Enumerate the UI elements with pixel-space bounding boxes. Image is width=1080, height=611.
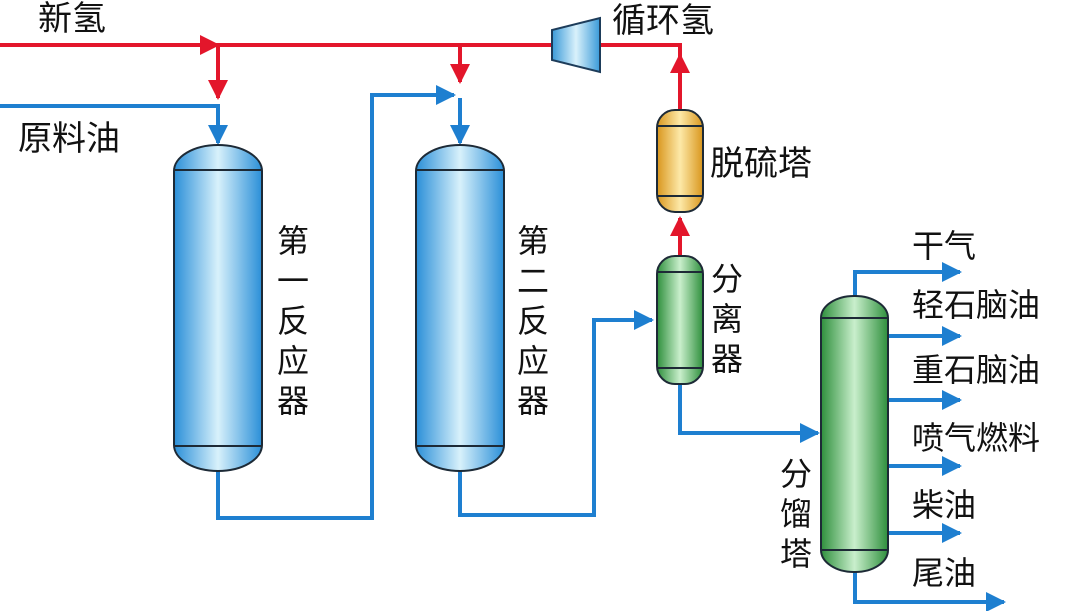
label-fractionator: 分 馏 塔: [780, 455, 812, 573]
separator-char: 器: [711, 340, 743, 378]
label-desulfurization-tower: 脱硫塔: [710, 144, 812, 184]
reactor1-char: 应: [277, 342, 309, 380]
fractionator-char: 分: [780, 455, 812, 493]
label-feed-oil: 原料油: [18, 119, 120, 159]
reactor2-char: 二: [517, 262, 549, 300]
product-heavy-naphtha: 重石脑油: [912, 351, 1040, 389]
product-tail-oil: 尾油: [912, 554, 976, 592]
label-reactor-2: 第 二 反 应 器: [517, 222, 549, 420]
reactor1-char: 反: [277, 302, 309, 340]
product-light-naphtha: 轻石脑油: [912, 286, 1040, 324]
reactor1-char: 第: [277, 222, 309, 260]
reactor2-char: 第: [517, 222, 549, 260]
separator-char: 离: [711, 300, 743, 338]
product-dry-gas: 干气: [912, 227, 976, 265]
reactor1-char: 器: [277, 382, 309, 420]
desulfurization-tower: [656, 109, 704, 213]
hydrogen-lines: [0, 35, 690, 255]
reactor2-char: 反: [517, 302, 549, 340]
label-recycle-hydrogen: 循环氢: [612, 1, 714, 41]
label-separator: 分 离 器: [711, 260, 743, 378]
reactor2-char: 应: [517, 342, 549, 380]
recycle-hydrogen-line: [600, 43, 682, 105]
label-reactor-1: 第 一 反 应 器: [277, 222, 309, 420]
fractionator-char: 塔: [780, 535, 812, 573]
reactor1-to-reactor2-line: [216, 85, 456, 520]
product-line-tail-oil: [853, 568, 1006, 611]
product-labels: 干气 轻石脑油 重石脑油 喷气燃料 柴油 尾油: [912, 227, 1040, 592]
separator-vessel: [656, 255, 704, 385]
product-jet-fuel: 喷气燃料: [912, 419, 1040, 457]
product-diesel: 柴油: [912, 486, 976, 524]
separator-char: 分: [711, 260, 743, 298]
reactor-1-vessel: [173, 144, 263, 472]
oil-lines: [0, 85, 1006, 611]
reactor1-char: 一: [277, 262, 309, 300]
fractionator-char: 馏: [780, 495, 812, 533]
reactor2-to-separator-line: [458, 310, 654, 517]
product-line-dry-gas: [853, 262, 962, 298]
fractionator-tower: [820, 295, 889, 573]
separator-to-fractionator-line: [678, 383, 820, 443]
feed-oil-line: [0, 104, 228, 145]
label-fresh-hydrogen: 新氢: [38, 0, 106, 39]
reactor2-char: 器: [517, 382, 549, 420]
reactor-2-vessel: [415, 144, 505, 472]
compressor-icon: [551, 16, 601, 74]
